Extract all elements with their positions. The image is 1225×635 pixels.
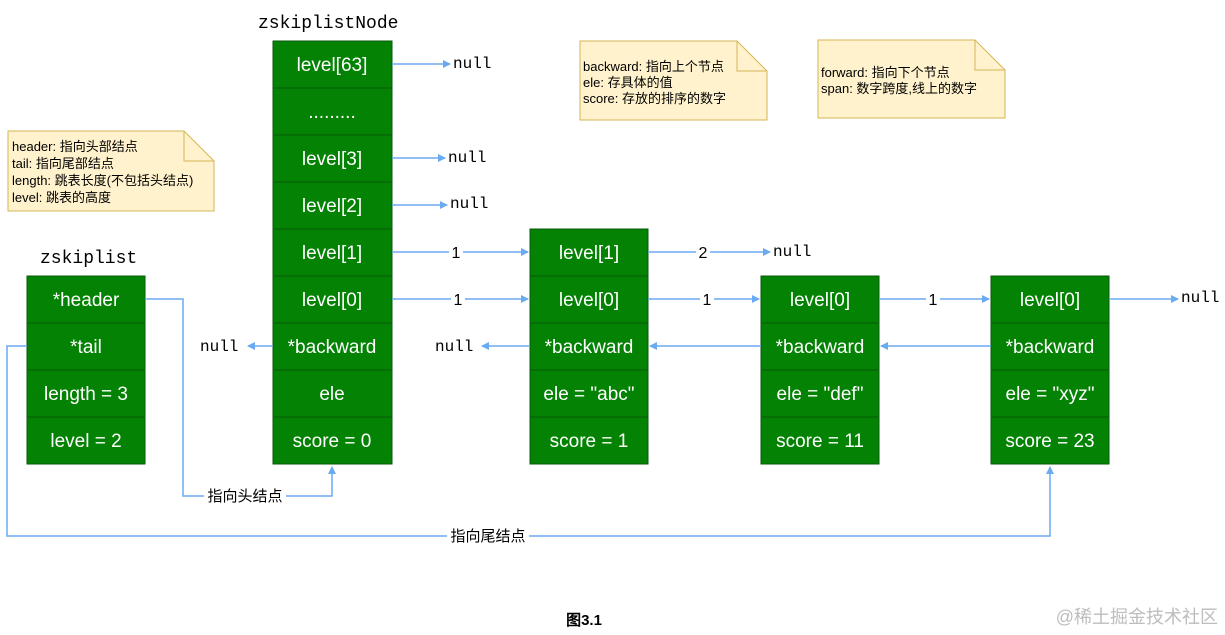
cell-ellipsis [272, 87, 393, 136]
cell-label: ele = "def" [777, 384, 864, 405]
header-pointer-arrow [145, 298, 336, 497]
cell-level0 [760, 275, 880, 324]
null-label: null [450, 195, 488, 213]
cell-label: level = 2 [50, 431, 121, 452]
span-label-bg [700, 290, 714, 308]
cell-label: score = 23 [1005, 431, 1094, 452]
cell-label: *backward [1006, 337, 1095, 358]
cell-level2 [272, 181, 393, 230]
zskiplistnode-title: zskiplistNode [258, 14, 398, 34]
pointer-label-tail: 指向尾结点 [450, 528, 525, 545]
cell-label: score = 0 [293, 431, 372, 452]
pointer-label-bg [447, 526, 529, 546]
note-line: level: 跳表的高度 [12, 190, 111, 205]
pointer-label-bg [204, 486, 286, 506]
cell-ele [990, 369, 1110, 418]
span-label: 1 [454, 292, 463, 309]
cell-label: level[1] [302, 243, 362, 264]
cell-score [529, 416, 649, 465]
pointer-label-head: 指向头结点 [207, 488, 282, 505]
note-line: tail: 指向尾部结点 [12, 156, 114, 171]
note-line: length: 跳表长度(不包括头结点) [12, 173, 193, 188]
span-label-bg [926, 290, 940, 308]
span-label: 1 [452, 245, 461, 262]
figure-caption: 图3.1 [566, 612, 602, 629]
note-line: ele: 存具体的值 [583, 75, 673, 90]
cell-label: level[2] [302, 196, 362, 217]
cell-label: ......... [308, 102, 356, 123]
note-backward: backward: 指向上个节点 ele: 存具体的值 score: 存放的排序… [579, 40, 768, 121]
watermark: @稀土掘金技术社区 [1056, 607, 1218, 627]
cell-ele [529, 369, 649, 418]
cell-label: *tail [70, 337, 102, 358]
cell-ele [760, 369, 880, 418]
cell-length [26, 369, 146, 418]
note-zskiplist: header: 指向头部结点 tail: 指向尾部结点 length: 跳表长度… [7, 130, 215, 212]
cell-score [990, 416, 1110, 465]
cell-label: score = 11 [776, 431, 864, 452]
cell-ele [272, 369, 393, 418]
null-label: null [453, 55, 491, 73]
cell-label: ele = "abc" [543, 384, 634, 405]
node-def: level[0] *backward ele = "def" score = 1… [760, 275, 880, 465]
cell-label: ele [319, 384, 344, 405]
note-line: header: 指向头部结点 [12, 139, 138, 154]
cell-header [26, 275, 146, 324]
null-label: null [448, 149, 486, 167]
zskiplist-title: zskiplist [40, 249, 137, 269]
span-label-bg [696, 243, 710, 261]
cell-tail [26, 322, 146, 371]
note-line: span: 数字跨度,线上的数字 [821, 81, 977, 96]
header-node: level[63] ......... level[3] level[2] le… [272, 40, 393, 465]
note-forward: forward: 指向下个节点 span: 数字跨度,线上的数字 [817, 39, 1006, 119]
node-abc: level[1] level[0] *backward ele = "abc" … [529, 228, 649, 465]
span-label-bg [451, 290, 465, 308]
note-line: score: 存放的排序的数字 [583, 91, 726, 106]
note-line: forward: 指向下个节点 [821, 65, 950, 80]
null-label: null [435, 338, 473, 356]
cell-label: *backward [545, 337, 634, 358]
cell-score [272, 416, 393, 465]
cell-label: *backward [288, 337, 377, 358]
cell-backward [760, 322, 880, 371]
null-label: null [200, 338, 238, 356]
cell-label: level[3] [302, 149, 362, 170]
span-label-bg [449, 243, 463, 261]
note-line: backward: 指向上个节点 [583, 59, 724, 74]
cell-label: level[63] [297, 55, 368, 76]
cell-label: ele = "xyz" [1006, 384, 1095, 405]
span-label: 1 [703, 292, 712, 309]
cell-level0 [990, 275, 1110, 324]
cell-score [760, 416, 880, 465]
cell-label: *header [53, 290, 120, 311]
cell-label: level[0] [302, 290, 362, 311]
cell-label: *backward [776, 337, 865, 358]
span-label: 1 [929, 292, 938, 309]
cell-level0 [272, 275, 393, 324]
cell-label: level[0] [559, 290, 619, 311]
cell-label: level[0] [790, 290, 850, 311]
span-label: 2 [699, 245, 708, 262]
node-xyz: level[0] *backward ele = "xyz" score = 2… [990, 275, 1110, 465]
cell-level [26, 416, 146, 465]
cell-label: score = 1 [550, 431, 629, 452]
null-label: null [773, 243, 811, 261]
null-label: null [1181, 289, 1219, 307]
cell-backward [272, 322, 393, 371]
cell-label: level[0] [1020, 290, 1080, 311]
cell-level1 [529, 228, 649, 277]
cell-label: level[1] [559, 243, 619, 264]
cell-label: length = 3 [44, 384, 128, 405]
tail-pointer-arrow [6, 345, 1054, 537]
zskiplist-struct: *header *tail length = 3 level = 2 [26, 275, 146, 465]
